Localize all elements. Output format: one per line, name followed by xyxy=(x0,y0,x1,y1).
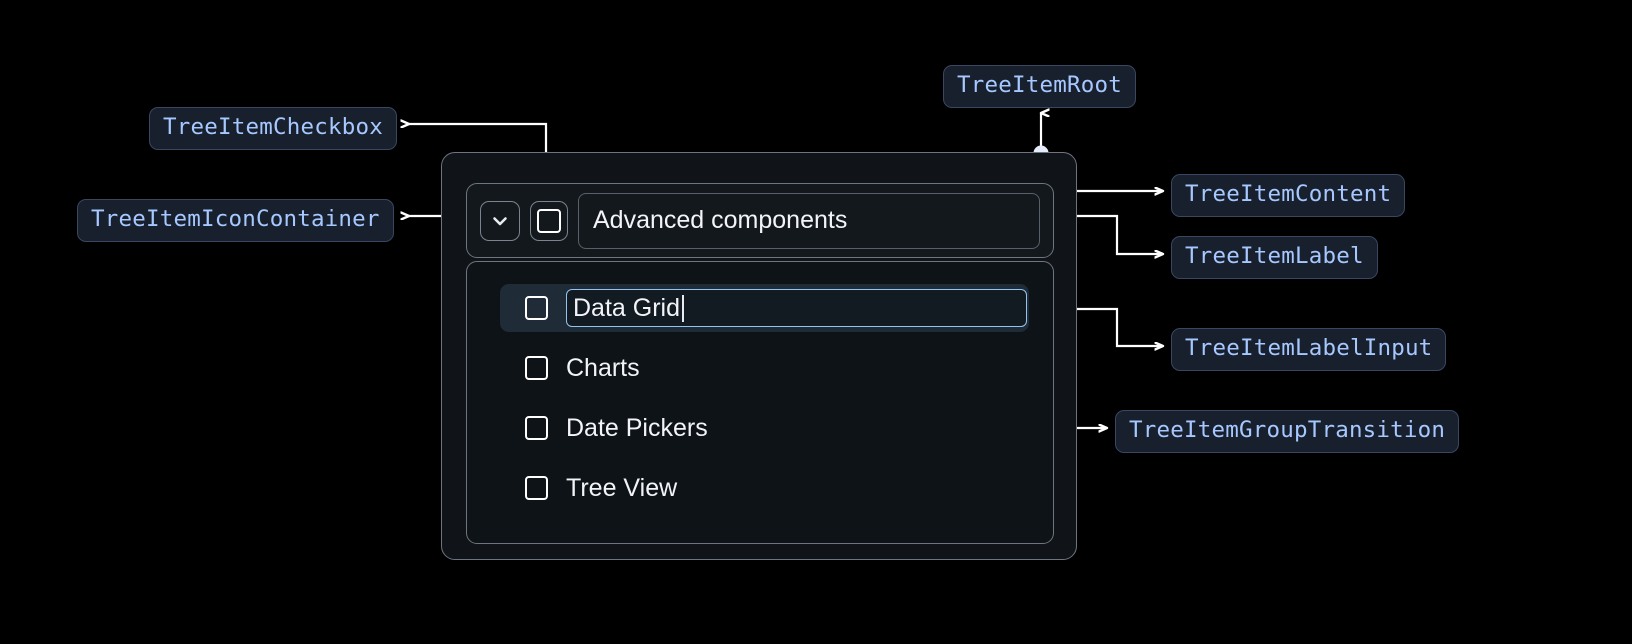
tree-item-label[interactable]: Advanced components xyxy=(578,192,1040,249)
tree-item-group-transition: Data Grid Charts Date Pickers Tree View xyxy=(466,261,1054,544)
tree-item-content[interactable]: Advanced components xyxy=(466,183,1054,258)
row-spacer xyxy=(467,452,1053,464)
checkbox-unchecked-icon[interactable] xyxy=(525,476,548,500)
tree-item-icon-container[interactable] xyxy=(480,200,520,241)
wire-tree-item-label xyxy=(1041,214,1163,254)
text-caret xyxy=(681,294,684,322)
row-spacer xyxy=(467,392,1053,404)
tree-item-label: Charts xyxy=(566,353,640,382)
tree-item-label-input[interactable]: Data Grid xyxy=(566,289,1027,327)
tree-item-checkbox[interactable] xyxy=(530,200,568,241)
tree-item-label: Tree View xyxy=(566,473,678,502)
annotation-tree-item-group-transition: TreeItemGroupTransition xyxy=(1115,410,1460,453)
chevron-down-icon xyxy=(493,216,507,225)
tree-item-row-tree-view[interactable]: Tree View xyxy=(467,464,1053,512)
tree-item-label: Date Pickers xyxy=(566,413,708,442)
checkbox-unchecked-icon xyxy=(537,208,561,233)
annotation-tree-item-checkbox: TreeItemCheckbox xyxy=(149,107,397,150)
checkbox-unchecked-icon[interactable] xyxy=(525,356,548,380)
checkbox-unchecked-icon[interactable] xyxy=(525,416,548,440)
tree-item-row-date-pickers[interactable]: Date Pickers xyxy=(467,404,1053,452)
annotation-tree-item-label: TreeItemLabel xyxy=(1171,236,1378,279)
annotation-tree-item-content: TreeItemContent xyxy=(1171,174,1406,217)
tree-item-row-charts[interactable]: Charts xyxy=(467,344,1053,392)
wire-tree-item-label-input xyxy=(1041,307,1163,346)
annotation-tree-item-root: TreeItemRoot xyxy=(943,65,1136,108)
label-input-value: Data Grid xyxy=(573,293,680,322)
annotation-tree-item-label-input: TreeItemLabelInput xyxy=(1171,328,1447,371)
annotation-tree-item-icon-container: TreeItemIconContainer xyxy=(77,199,394,242)
tree-item-row-data-grid[interactable]: Data Grid xyxy=(500,284,1029,332)
tree-item-root[interactable]: Advanced components Data Grid Charts Dat… xyxy=(441,152,1077,560)
checkbox-unchecked-icon[interactable] xyxy=(525,296,548,320)
row-spacer xyxy=(467,332,1053,344)
